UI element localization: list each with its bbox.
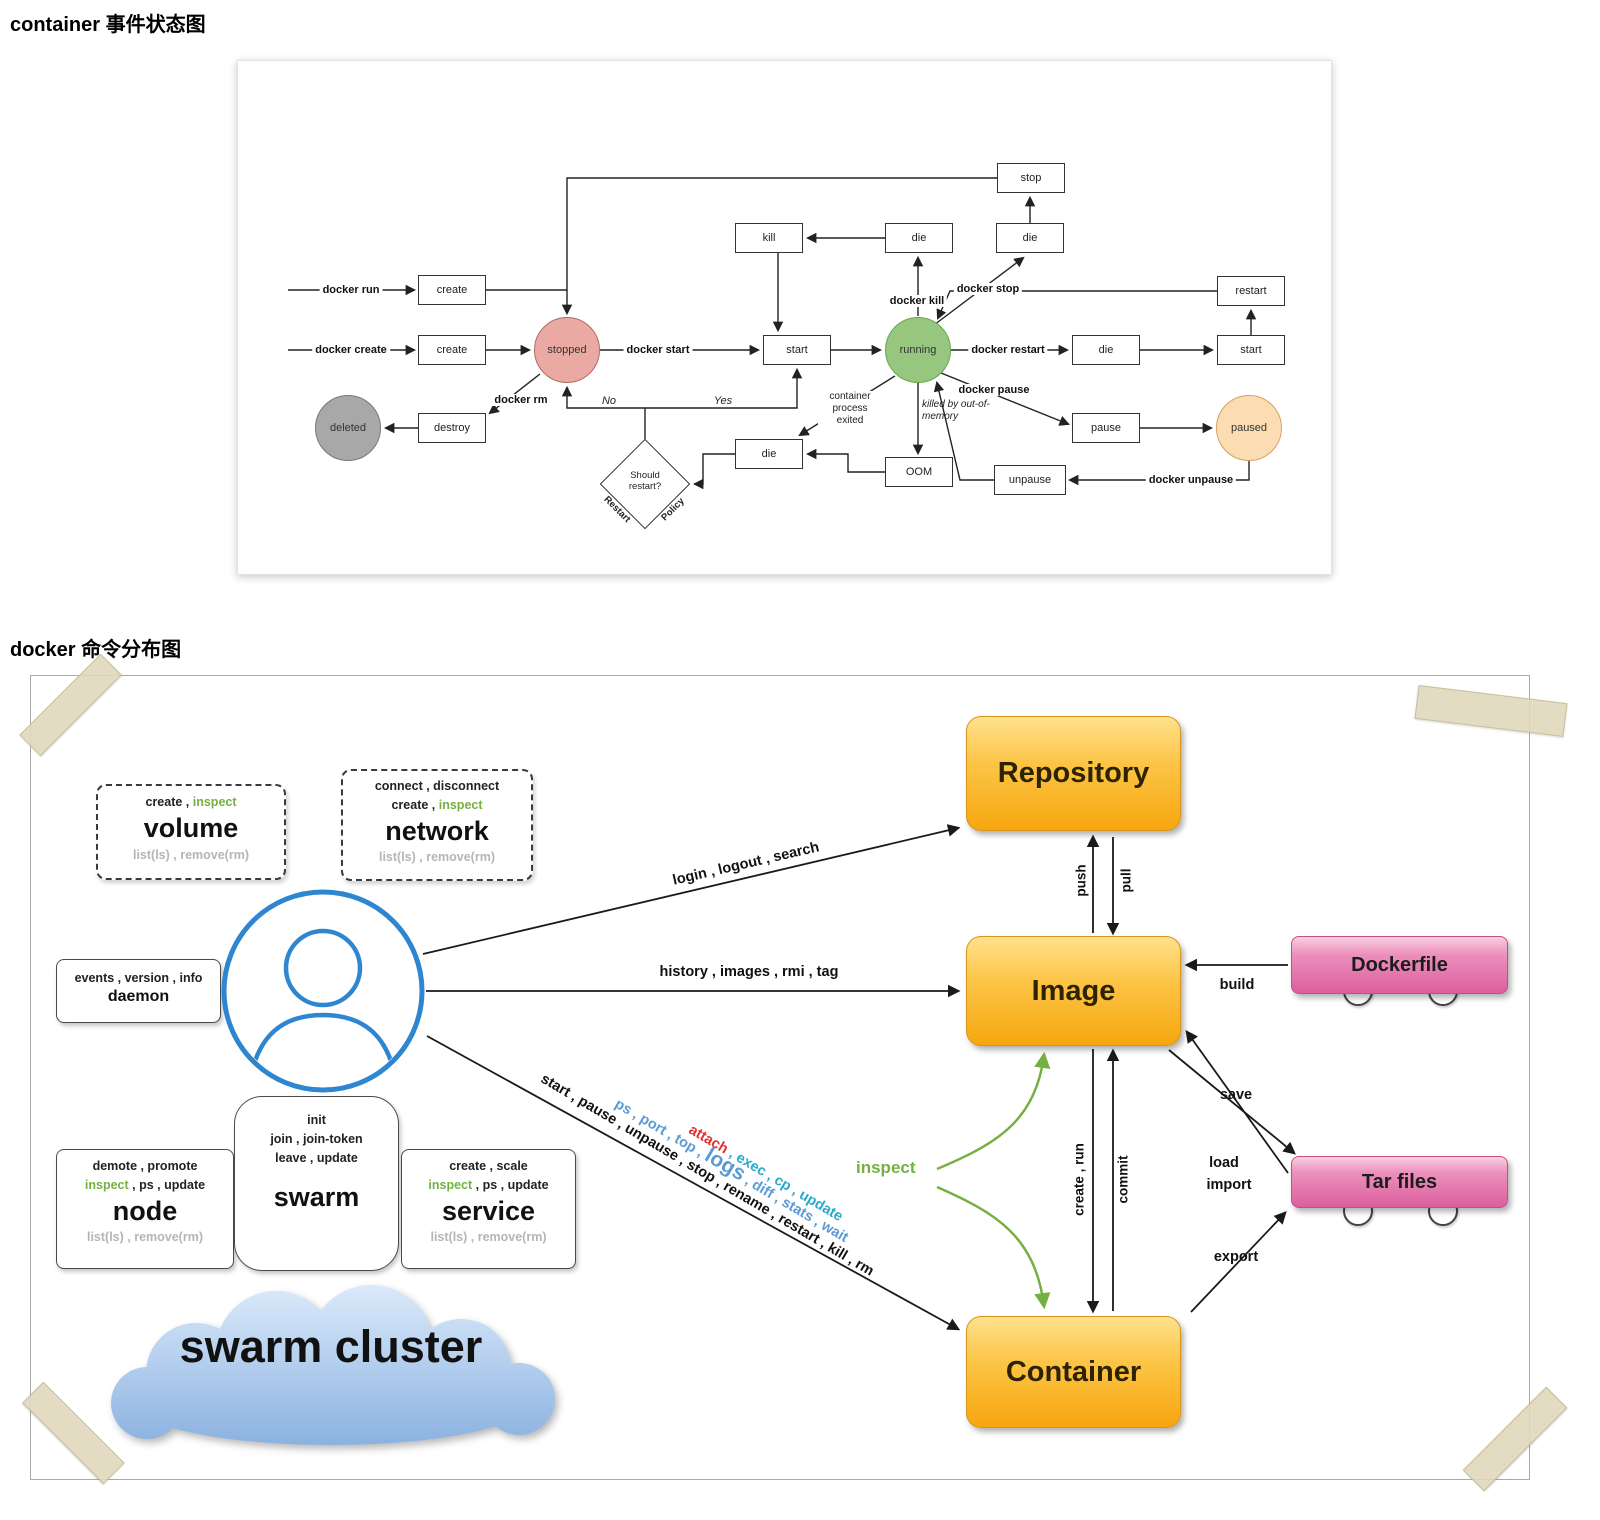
cmd-docker-start: docker start bbox=[623, 344, 693, 356]
node-ops-1: demote , promote bbox=[92, 1159, 198, 1173]
cmd-docker-pause: docker pause bbox=[955, 384, 1033, 396]
volume-ops-inspect: inspect bbox=[192, 795, 237, 809]
edge-label-load: load bbox=[1209, 1155, 1239, 1171]
event-box-unpause: unpause bbox=[994, 465, 1066, 495]
event-box-stop: stop bbox=[997, 163, 1065, 193]
cloud-icon bbox=[111, 1285, 555, 1445]
cmd-docker-unpause: docker unpause bbox=[1145, 474, 1237, 486]
cmd-docker-run: docker run bbox=[319, 284, 383, 296]
event-box-create-run: create bbox=[418, 275, 486, 305]
event-box-die-exit: die bbox=[735, 439, 803, 469]
network-ops-2: create , inspect bbox=[343, 796, 531, 815]
event-box-destroy: destroy bbox=[418, 413, 486, 443]
group-swarm: init join , join-token leave , update sw… bbox=[234, 1096, 399, 1271]
section-title-state-diagram: container 事件状态图 bbox=[10, 14, 206, 36]
node-ops-2: inspect , ps , update bbox=[57, 1176, 233, 1195]
volume-ops-create: create , bbox=[145, 795, 193, 809]
node-repository: Repository bbox=[966, 716, 1181, 831]
network-ops-gray: list(ls) , remove(rm) bbox=[378, 850, 495, 865]
branch-no: No bbox=[599, 395, 619, 407]
daemon-name: daemon bbox=[107, 987, 170, 1005]
edge-label-commit: commit bbox=[1115, 1155, 1131, 1204]
edge-label-create-run: create , run bbox=[1071, 1143, 1087, 1216]
node-ops-inspect: inspect bbox=[84, 1177, 129, 1192]
edge-label-pull: pull bbox=[1118, 868, 1134, 893]
cmd-docker-stop: docker stop bbox=[953, 283, 1023, 295]
state-stopped: stopped bbox=[534, 317, 600, 383]
swarm-ops-3: leave , update bbox=[275, 1150, 358, 1165]
volume-ops-gray: list(ls) , remove(rm) bbox=[132, 847, 249, 862]
network-ops-1: connect , disconnect bbox=[374, 779, 500, 793]
event-box-kill: kill bbox=[735, 223, 803, 253]
event-box-die-top: die bbox=[885, 223, 953, 253]
event-box-die-restart: die bbox=[1072, 335, 1140, 365]
decision-text: Should restart? bbox=[628, 470, 662, 492]
node-tar-files: Tar files bbox=[1291, 1156, 1508, 1208]
node-dockerfile: Dockerfile bbox=[1291, 936, 1508, 994]
cmd-docker-create: docker create bbox=[312, 344, 390, 356]
swarm-name: swarm bbox=[273, 1182, 360, 1213]
volume-ops-top: create , inspect bbox=[98, 793, 284, 812]
user-icon bbox=[220, 888, 426, 1094]
event-box-start: start bbox=[763, 335, 831, 365]
event-box-oom: OOM bbox=[885, 457, 953, 487]
node-ops-rest: , ps , update bbox=[128, 1177, 206, 1192]
edge-label-inspect: inspect bbox=[856, 1158, 916, 1177]
edge-label-push: push bbox=[1073, 864, 1089, 897]
cloud-label: swarm cluster bbox=[179, 1321, 483, 1372]
service-ops-rest: , ps , update bbox=[472, 1177, 549, 1192]
group-daemon: events , version , info daemon bbox=[56, 959, 221, 1023]
node-container: Container bbox=[966, 1316, 1181, 1428]
edge-label-export: export bbox=[1213, 1249, 1259, 1265]
branch-yes: Yes bbox=[711, 395, 735, 407]
edge-label-image-cmds: history , images , rmi , tag bbox=[659, 964, 839, 980]
service-ops-gray: list(ls) , remove(rm) bbox=[430, 1230, 547, 1245]
network-name: network bbox=[385, 815, 489, 846]
daemon-ops: events , version , info bbox=[74, 971, 203, 985]
network-ops-inspect: inspect bbox=[438, 797, 483, 812]
event-box-pause: pause bbox=[1072, 413, 1140, 443]
group-network: connect , disconnect create , inspect ne… bbox=[341, 769, 533, 881]
note-process-exited: container process exited bbox=[818, 391, 882, 427]
state-deleted: deleted bbox=[315, 395, 381, 461]
command-map-connectors bbox=[422, 824, 1296, 1331]
swarm-ops-2: join , join-token bbox=[270, 1131, 363, 1146]
service-ops-2: inspect , ps , update bbox=[402, 1176, 575, 1195]
cmd-docker-restart: docker restart bbox=[968, 344, 1048, 356]
note-oom-killed: killed by out-of-memory bbox=[922, 399, 990, 422]
node-ops-gray: list(ls) , remove(rm) bbox=[86, 1230, 203, 1245]
state-diagram-card: stop kill die die create restart create … bbox=[237, 60, 1332, 575]
state-diagram-connectors bbox=[288, 177, 1257, 490]
group-service: create , scale inspect , ps , update ser… bbox=[401, 1149, 576, 1269]
event-box-start-restart: start bbox=[1217, 335, 1285, 365]
group-node: demote , promote inspect , ps , update n… bbox=[56, 1149, 234, 1269]
swarm-cluster-cloud: swarm cluster bbox=[91, 1281, 571, 1456]
edge-label-build: build bbox=[1219, 977, 1255, 993]
state-running: running bbox=[885, 317, 951, 383]
edge-label-import: import bbox=[1206, 1177, 1252, 1193]
section-title-command-map: docker 命令分布图 bbox=[10, 639, 182, 661]
node-name: node bbox=[112, 1195, 178, 1226]
group-volume: create , inspect volume list(ls) , remov… bbox=[96, 784, 286, 880]
node-image: Image bbox=[966, 936, 1181, 1046]
service-ops-inspect: inspect bbox=[428, 1177, 473, 1192]
swarm-ops-1: init bbox=[307, 1113, 326, 1127]
state-paused: paused bbox=[1216, 395, 1282, 461]
volume-name: volume bbox=[143, 812, 239, 843]
event-box-create: create bbox=[418, 335, 486, 365]
cmd-docker-rm: docker rm bbox=[491, 394, 551, 406]
network-ops-create: create , bbox=[391, 797, 439, 812]
event-box-die-stop: die bbox=[996, 223, 1064, 253]
event-box-restart: restart bbox=[1217, 276, 1285, 306]
service-name: service bbox=[441, 1195, 536, 1226]
cmd-docker-kill: docker kill bbox=[886, 295, 948, 307]
command-map-card: create , inspect volume list(ls) , remov… bbox=[19, 653, 1568, 1492]
edge-label-save: save bbox=[1219, 1087, 1253, 1103]
service-ops-1: create , scale bbox=[449, 1159, 528, 1173]
